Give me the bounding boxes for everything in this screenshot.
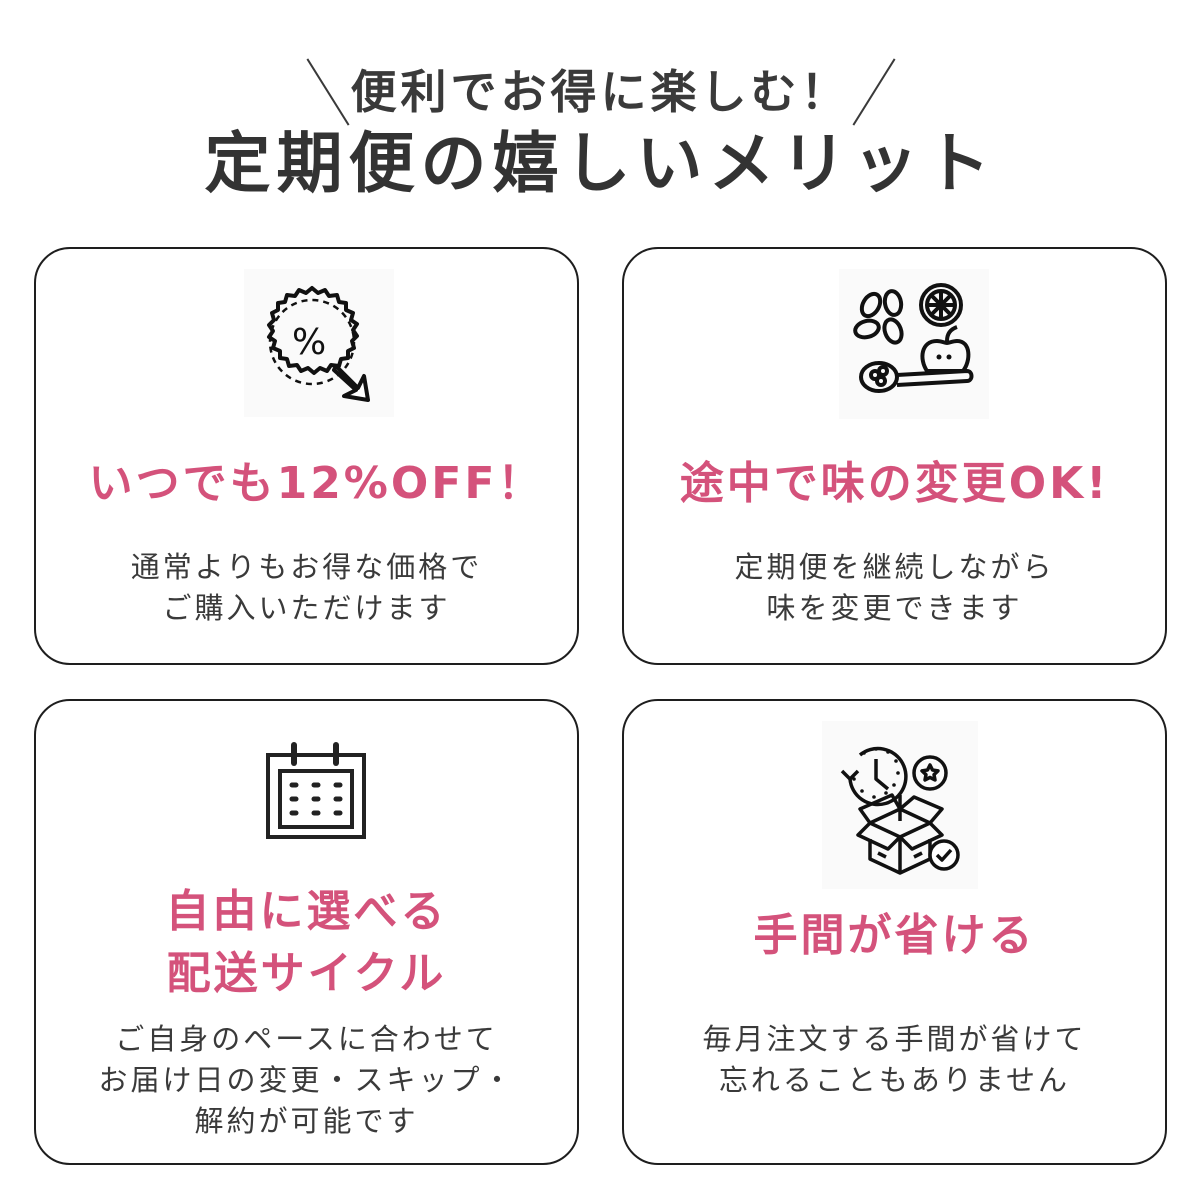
- delivery-box-clock-icon: [822, 721, 978, 889]
- page-title: 定期便の嬉しいメリット: [204, 125, 997, 202]
- slash-right-decoration: [851, 58, 896, 126]
- discount-percent-icon: %: [244, 269, 394, 417]
- benefit-card-save-effort: 手間が省ける 毎月注文する手間が省けて 忘れることもありません: [622, 699, 1167, 1165]
- svg-text:%: %: [292, 322, 326, 363]
- card-description: ご自身のペースに合わせて お届け日の変更・スキップ・ 解約が可能です: [98, 1022, 515, 1138]
- subtitle-row: 便利でお得に楽しむ！: [0, 52, 1201, 132]
- benefit-card-flavor-change: 途中で味の変更OK! 定期便を継続しながら 味を変更できます: [622, 247, 1167, 665]
- card-title: 自由に選べる 配送サイクル: [165, 886, 448, 999]
- flavors-food-icon: [839, 269, 989, 419]
- card-title: 途中で味の変更OK!: [679, 458, 1110, 509]
- card-description: 毎月注文する手間が省けて 忘れることもありません: [702, 1022, 1087, 1097]
- calendar-icon: [264, 741, 368, 841]
- card-description: 定期便を継続しながら 味を変更できます: [734, 550, 1055, 625]
- benefit-card-discount: % いつでも12%OFF！ 通常よりもお得な価格で ご購入いただけます: [34, 247, 579, 665]
- header: 便利でお得に楽しむ！ 定期便の嬉しいメリット: [0, 0, 1201, 230]
- benefit-card-delivery-cycle: 自由に選べる 配送サイクル ご自身のペースに合わせて お届け日の変更・スキップ・…: [34, 699, 579, 1165]
- card-title: いつでも12%OFF！: [88, 458, 545, 509]
- card-description: 通常よりもお得な価格で ご購入いただけます: [130, 550, 483, 625]
- subtitle: 便利でお得に楽しむ！: [350, 65, 851, 119]
- card-title: 手間が省ける: [753, 910, 1036, 961]
- slash-left-decoration: [305, 58, 350, 126]
